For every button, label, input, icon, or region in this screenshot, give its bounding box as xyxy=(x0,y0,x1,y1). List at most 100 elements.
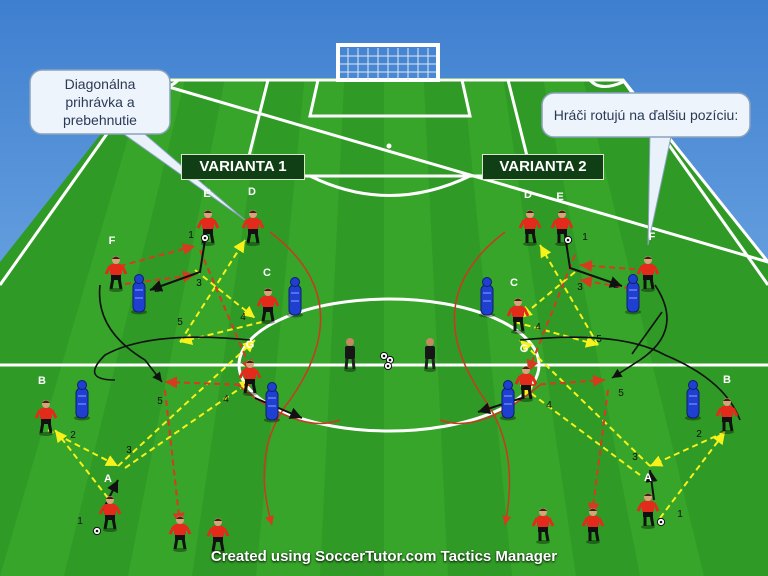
player-right-9 xyxy=(581,508,605,544)
callout-right-bubble xyxy=(541,92,751,138)
player-left-3 xyxy=(256,288,280,324)
pass-arrow-right-2 xyxy=(649,431,726,467)
pass-arrow-right-7 xyxy=(519,271,576,319)
dribble-arrow-right-4 xyxy=(477,397,523,415)
seq-number-left-7: 3 xyxy=(196,278,202,289)
player-left-7 xyxy=(238,360,262,396)
footer-credit: Created using SoccerTutor.com Tactics Ma… xyxy=(210,548,558,565)
position-label-left-0: A xyxy=(104,473,112,485)
dribble-arrow-right-2 xyxy=(611,284,668,379)
pitch-stripe xyxy=(128,80,265,576)
pass-arrow-left-6 xyxy=(124,379,253,469)
position-label-right-0: A xyxy=(644,472,652,484)
position-label-right-2: C xyxy=(510,277,518,289)
ball-3 xyxy=(379,351,389,361)
pitch-stripe xyxy=(256,80,345,576)
seq-number-right-3: 4 xyxy=(535,322,541,333)
seq-number-left-3: 4 xyxy=(240,312,246,323)
seq-number-left-2: 3 xyxy=(126,445,132,456)
seq-number-right-2: 3 xyxy=(632,452,638,463)
callout-left-text: Diagonálna prihrávka a prebehnutie xyxy=(30,75,170,129)
goal-area xyxy=(308,79,472,118)
dribble-arrow-right-6 xyxy=(631,311,663,355)
central-player-right xyxy=(424,338,436,372)
run-arrow-right-5 xyxy=(587,389,609,516)
callout-left-bubble xyxy=(29,69,171,135)
position-label-left-2: C xyxy=(263,267,271,279)
curved-run-left-1 xyxy=(263,231,322,526)
centre-circle xyxy=(237,297,541,433)
seq-number-right-4: 5 xyxy=(596,334,602,345)
run-arrow-right-4 xyxy=(529,374,606,387)
penalty-spot xyxy=(386,143,392,149)
mannequin-6 xyxy=(500,380,516,421)
seq-number-right-7: 3 xyxy=(577,282,583,293)
mannequin-7 xyxy=(625,274,641,315)
variant-2-label: VARIANTA 2 xyxy=(482,154,604,180)
dribble-arrow-right-5 xyxy=(645,469,658,501)
central-player-left xyxy=(344,338,356,372)
pass-arrow-right-1 xyxy=(659,431,726,519)
ball-1 xyxy=(92,526,102,536)
dribble-arrow-left-1 xyxy=(149,239,206,292)
mannequin-3 xyxy=(264,382,280,423)
player-right-1 xyxy=(636,493,660,529)
pitch-stripe xyxy=(0,80,185,576)
callout-right-text: Hráči rotujú na ďalšiu pozíciu: xyxy=(553,107,739,123)
position-label-left-1: B xyxy=(38,375,46,387)
position-label-left-6: G xyxy=(246,339,255,351)
position-label-left-3: D xyxy=(248,186,256,198)
player-right-3 xyxy=(506,298,530,334)
pitch-stripe xyxy=(384,80,448,576)
position-label-right-6: G xyxy=(520,343,529,355)
penalty-area xyxy=(242,79,534,178)
mannequin-2 xyxy=(131,274,147,315)
run-arrow-right-1 xyxy=(579,259,646,272)
player-left-8 xyxy=(168,516,192,552)
seq-number-right-8: 4 xyxy=(546,400,552,411)
ball-2 xyxy=(200,233,210,243)
pass-arrow-left-5 xyxy=(179,239,246,343)
curved-run-right-1 xyxy=(453,231,512,526)
pass-arrow-left-3 xyxy=(117,339,256,467)
pass-arrow-right-4 xyxy=(514,321,599,348)
callout-left-line-3: prebehnutie xyxy=(63,112,137,128)
position-label-left-4: E xyxy=(203,188,210,200)
mannequin-4 xyxy=(287,277,303,318)
player-left-4 xyxy=(241,210,265,246)
ball-7 xyxy=(563,235,573,245)
movement-arrows xyxy=(47,231,741,526)
position-label-right-5: F xyxy=(649,231,656,243)
pass-arrow-left-7 xyxy=(194,269,256,319)
seq-number-left-9: 5 xyxy=(157,396,163,407)
player-left-1 xyxy=(98,496,122,532)
player-left-6 xyxy=(104,256,128,292)
player-right-6 xyxy=(636,256,660,292)
pass-arrow-left-4 xyxy=(179,321,263,345)
goal xyxy=(336,43,440,82)
seq-number-right-6: 2 xyxy=(613,280,619,291)
run-arrow-left-3 xyxy=(199,249,253,373)
mannequin-8 xyxy=(685,380,701,421)
dribble-arrow-right-3 xyxy=(519,336,741,421)
pass-arrow-right-6 xyxy=(519,384,641,476)
callout-left-line-2: prihrávka a xyxy=(65,94,135,110)
player-left-2 xyxy=(34,400,58,436)
player-right-7 xyxy=(514,366,538,402)
player-right-2 xyxy=(715,398,739,434)
seq-number-right-9: 5 xyxy=(618,388,624,399)
penalty-arc xyxy=(309,174,471,197)
player-right-4 xyxy=(518,210,542,246)
seq-number-left-4: 5 xyxy=(177,317,183,328)
seq-number-right-1: 2 xyxy=(696,429,702,440)
callout-left-line-1: Diagonálna xyxy=(64,76,136,92)
curved-run-right-2 xyxy=(439,384,541,425)
seq-number-left-1: 2 xyxy=(70,430,76,441)
seq-number-right-0: 1 xyxy=(677,509,683,520)
position-label-right-3: D xyxy=(524,189,532,201)
pass-arrow-right-3 xyxy=(519,339,651,467)
pass-arrow-left-1 xyxy=(54,429,109,499)
mannequin-1 xyxy=(74,380,90,421)
